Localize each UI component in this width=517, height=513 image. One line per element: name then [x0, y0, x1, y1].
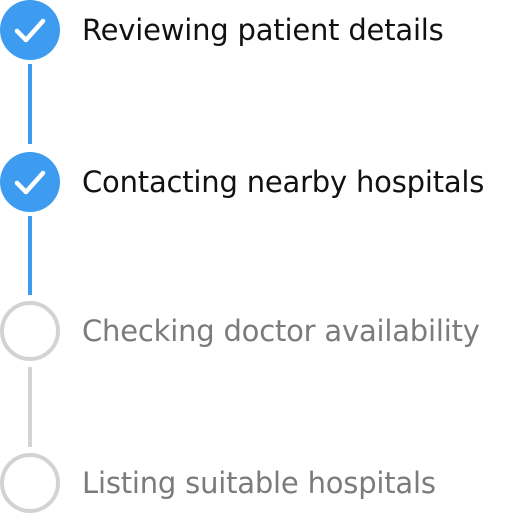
step-status-completed	[0, 0, 60, 60]
step-label: Contacting nearby hospitals	[82, 165, 485, 199]
step-status-completed	[0, 152, 60, 212]
step-label: Reviewing patient details	[82, 13, 444, 47]
step-connector-1-2	[28, 64, 32, 144]
checkmark-icon	[14, 170, 46, 195]
empty-circle-icon	[0, 453, 60, 513]
step-connector-3-4	[28, 367, 32, 447]
step-label: Listing suitable hospitals	[82, 466, 436, 500]
empty-circle-icon	[0, 301, 60, 361]
step-connector-2-3	[28, 216, 32, 295]
step-label: Checking doctor availability	[82, 314, 480, 348]
checkmark-icon	[14, 18, 46, 43]
